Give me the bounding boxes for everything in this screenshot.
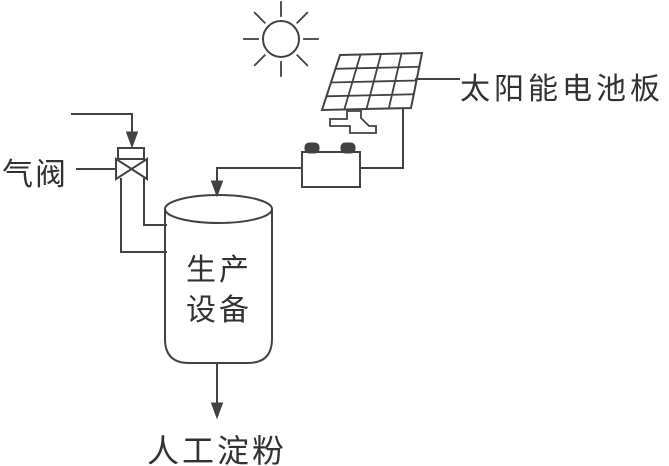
arrow-down-icon <box>210 180 224 198</box>
panel-mount-icon <box>329 110 377 134</box>
gas-valve-label: 气阀 <box>2 157 68 192</box>
gas-feed-arrow <box>71 113 139 149</box>
equipment-label-line2: 设备 <box>186 294 252 327</box>
solar-panel-icon <box>320 51 424 112</box>
solar-panel-label: 太阳能电池板 <box>460 73 664 106</box>
arrow-down-icon <box>210 402 224 420</box>
battery-icon <box>301 142 361 188</box>
equipment-label-line1: 生产 <box>186 254 252 287</box>
sun-icon <box>243 1 319 77</box>
wire-panel-to-battery <box>359 108 404 169</box>
product-label: 人工淀粉 <box>146 433 287 466</box>
tank-icon <box>164 194 273 364</box>
output-arrow <box>210 362 224 420</box>
arrow-down-icon <box>125 131 139 149</box>
valve-icon <box>76 147 148 181</box>
equipment-label: 生产 设备 <box>165 251 273 331</box>
wire-battery-to-tank <box>210 167 303 198</box>
pipe <box>120 178 167 253</box>
